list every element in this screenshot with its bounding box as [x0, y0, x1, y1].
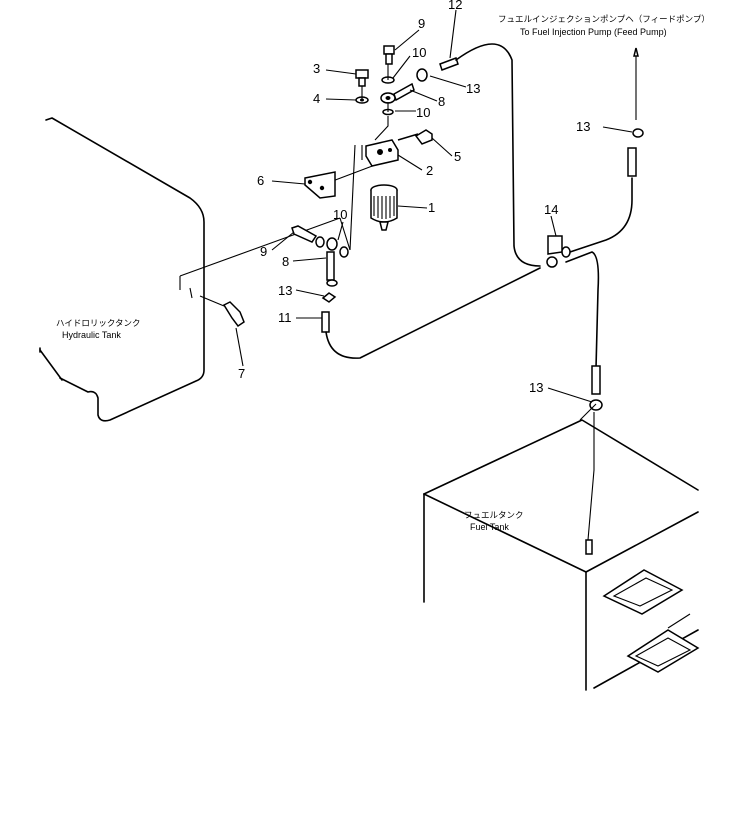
- bracket: [304, 171, 336, 199]
- callout-12: 12: [448, 0, 462, 12]
- fuel-tank: フュエルタンク Fuel Tank: [423, 403, 700, 691]
- callout-10-middle: 10: [416, 105, 430, 120]
- lower-hardware: [291, 225, 349, 333]
- callout-6: 6: [257, 173, 264, 188]
- hydraulic-tank-label-jp: ハイドロリックタンク: [56, 319, 141, 329]
- callout-7: 7: [238, 366, 245, 381]
- callout-3: 3: [313, 61, 320, 76]
- callout-14: 14: [544, 202, 558, 217]
- callout-10-top: 10: [412, 45, 426, 60]
- upper-hardware: [355, 45, 459, 145]
- callout-13-right: 13: [576, 119, 590, 134]
- callout-11: 11: [278, 310, 292, 325]
- clamp-bracket: [546, 235, 571, 268]
- pump-label-en: To Fuel Injection Pump (Feed Pump): [520, 27, 667, 37]
- fuel-tank-label-jp: フュエルタンク: [464, 511, 524, 521]
- callout-numbers: 1 2 3 4 5 6 7 8 8 9 9 10 10 10 11 12 13 …: [238, 0, 590, 395]
- callout-13-upper: 13: [466, 81, 480, 96]
- fuel-tank-label-en: Fuel Tank: [470, 522, 509, 532]
- hydraulic-tank: ハイドロリックタンク Hydraulic Tank: [39, 117, 205, 422]
- leader-lines: [235, 9, 633, 403]
- fuel-hoses: [325, 43, 644, 411]
- callout-9-lower: 9: [260, 244, 267, 259]
- bolt-7: [199, 295, 245, 328]
- callout-1: 1: [428, 200, 435, 215]
- callout-13-left: 13: [278, 283, 292, 298]
- mounting-plate: [179, 144, 376, 299]
- callout-9-upper: 9: [418, 16, 425, 31]
- callout-8-lower: 8: [282, 254, 289, 269]
- pump-label: フュエルインジェクションポンプヘ（フィードポンプ） To Fuel Inject…: [498, 14, 710, 37]
- callout-10-lower: 10: [333, 207, 347, 222]
- fuel-filter: [370, 184, 398, 231]
- callout-4: 4: [313, 91, 320, 106]
- pump-label-jp: フュエルインジェクションポンプヘ（フィードポンプ）: [498, 14, 710, 25]
- callout-13-lower: 13: [529, 380, 543, 395]
- hydraulic-tank-label-en: Hydraulic Tank: [62, 330, 121, 340]
- callout-8-upper: 8: [438, 94, 445, 109]
- callout-5: 5: [454, 149, 461, 164]
- filter-head: [365, 139, 399, 167]
- callout-2: 2: [426, 163, 433, 178]
